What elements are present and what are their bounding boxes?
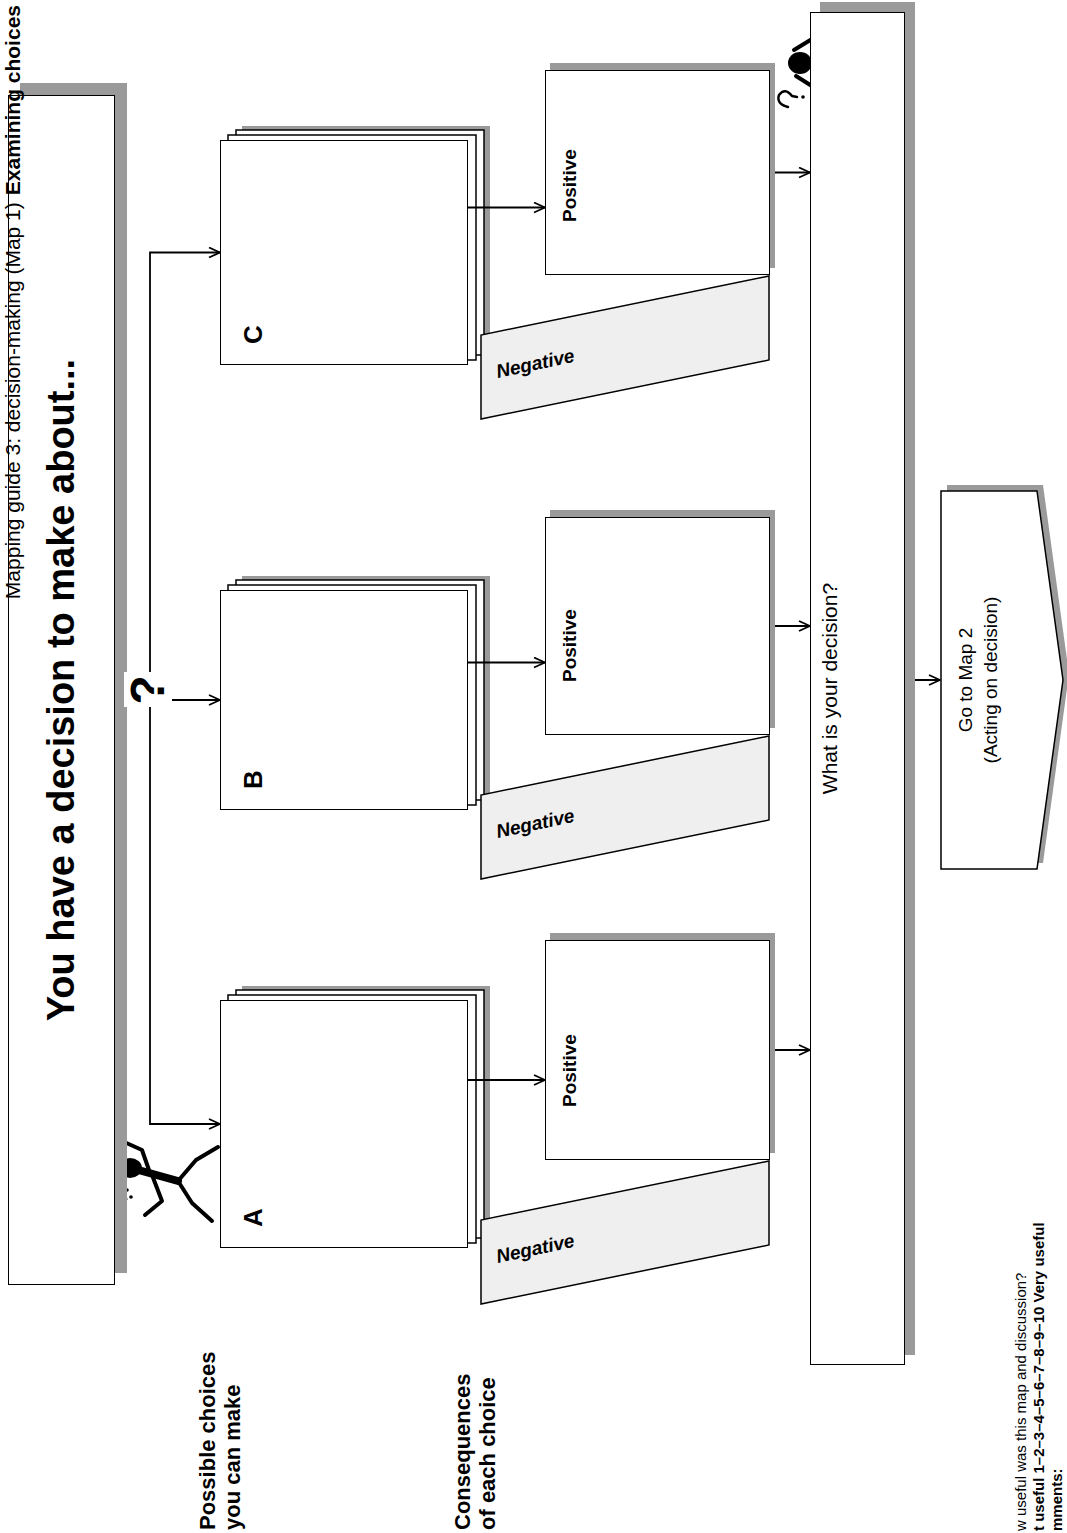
row-label-holder: Consequences of each choice (450, 1355, 500, 1530)
decision-band: What is your decision? (810, 12, 905, 1365)
rating-question-holder: w useful was this map and discussion? (1012, 1273, 1030, 1531)
edge-label-holder: ? (124, 672, 172, 707)
negative-page: Negative (480, 275, 770, 420)
choice-letter: B (239, 591, 268, 789)
negative-page-outline (480, 275, 770, 420)
negative-page-outline (480, 735, 770, 880)
guide-header: Mapping guide 3: decision-making (Map 1)… (1, 5, 27, 599)
negative-page-fill (481, 736, 769, 879)
positive-box: Positive (545, 940, 770, 1160)
connector-arrow (468, 1079, 545, 1081)
negative-page-fill (481, 1161, 769, 1304)
connector-arrow (770, 625, 810, 627)
decision-question: What is your decision? (817, 583, 842, 794)
row-label: Consequences of each choice (450, 1355, 500, 1530)
positive-label: Positive (560, 518, 581, 682)
next-step-fill (941, 491, 1063, 869)
connector-arrow (468, 207, 545, 209)
connector-arrow (115, 690, 220, 1124)
connector-arrow (770, 1049, 810, 1051)
next-step-arrow: Go to Map 2 (Acting on decision) (940, 490, 1065, 870)
choice-box: C (220, 140, 468, 365)
positive-label: Positive (560, 71, 581, 222)
rating-scale: t useful 1–2–3–4–5–6–7–8–9–10 Very usefu… (1030, 1222, 1048, 1531)
rating-scale-holder: t useful 1–2–3–4–5–6–7–8–9–10 Very usefu… (1030, 1222, 1048, 1531)
branch-question-mark: ? (124, 675, 172, 704)
connector-arrow (770, 172, 810, 174)
choice-box: B (220, 590, 468, 810)
negative-page: Negative (480, 1160, 770, 1305)
row-label: Possible choices you can make (195, 1330, 245, 1530)
title-text: You have a decision to make about... (39, 359, 85, 1021)
negative-page-outline (480, 1160, 770, 1305)
stick-figure-surprised (106, 1141, 218, 1221)
negative-page: Negative (480, 735, 770, 880)
rating-question: w useful was this map and discussion? (1012, 1273, 1030, 1531)
positive-box: Positive (545, 517, 770, 735)
guide-subheading: Examining choices (1, 5, 25, 195)
positive-box: Positive (545, 70, 770, 275)
next-step-text: Go to Map 2 (Acting on decision) (954, 596, 1003, 763)
connector-arrow (468, 662, 545, 664)
title-band: You have a decision to make about... (8, 95, 115, 1285)
choice-letter: C (239, 141, 268, 344)
connector-arrow (905, 679, 940, 681)
positive-label: Positive (560, 941, 581, 1107)
choice-letter: A (239, 1001, 268, 1227)
guide-heading: Mapping guide 3: decision-making (Map 1) (1, 202, 25, 599)
connector-arrow (115, 253, 220, 691)
row-label-holder: Possible choices you can make (195, 1330, 245, 1530)
choice-box: A (220, 1000, 468, 1248)
comments-label-holder: mments: (1048, 1468, 1066, 1531)
negative-page-fill (481, 276, 769, 419)
comments-label: mments: (1048, 1468, 1066, 1531)
